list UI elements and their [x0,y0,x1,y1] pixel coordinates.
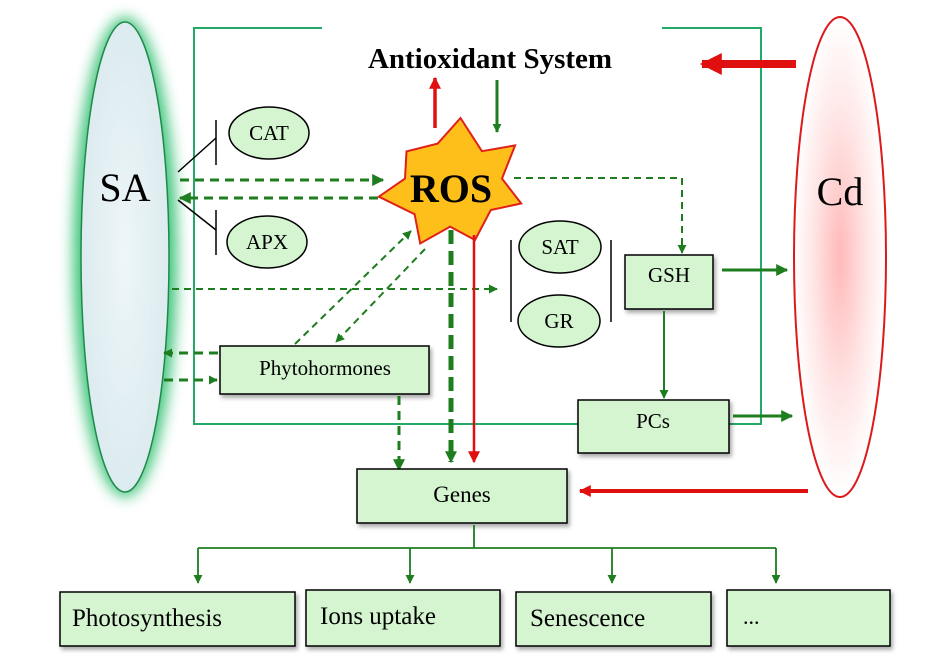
phytohormones-label: Phytohormones [259,356,391,380]
sat-ellipse [518,220,602,274]
antioxidant-system-title: Antioxidant System [368,43,612,75]
ros-star [376,116,523,246]
apx-ellipse [226,215,308,269]
output-label-senescence: Senescence [530,605,645,632]
ros-to-phytohormones-arrow [335,248,426,343]
sat-label: SAT [541,235,579,259]
gr-label: GR [544,309,573,333]
output-label-ions-uptake: Ions uptake [320,603,436,630]
pcs-box [577,399,730,454]
genes-box [356,468,568,524]
pcs-label: PCs [636,409,670,433]
phytohormones-box [219,345,430,395]
cat-label: CAT [249,121,289,145]
output-label-more: ... [743,604,760,629]
apx-label: APX [246,230,288,254]
sa-bracket-lower [177,199,217,231]
genes-label: Genes [433,482,491,507]
output-label-photosynthesis: Photosynthesis [72,605,222,632]
ros-label: ROS [410,166,492,211]
ros-to-gsh-arrow [514,177,687,254]
output-box-photosynthesis [59,591,296,647]
cd-ellipse [793,16,887,498]
sa-bracket-upper [177,137,217,173]
output-box-senescence [515,591,712,647]
gsh-label: GSH [648,263,690,287]
output-box-more [726,589,891,647]
output-box-ions-uptake [305,589,501,647]
sa-ellipse [80,21,170,493]
phytohormones-to-ros-arrow [294,230,412,345]
gsh-box [624,254,714,310]
cd-label: Cd [817,169,864,214]
sa-label: SA [99,165,150,210]
gr-ellipse [517,294,601,348]
title-backdrop [322,26,662,32]
cat-ellipse [228,106,310,160]
